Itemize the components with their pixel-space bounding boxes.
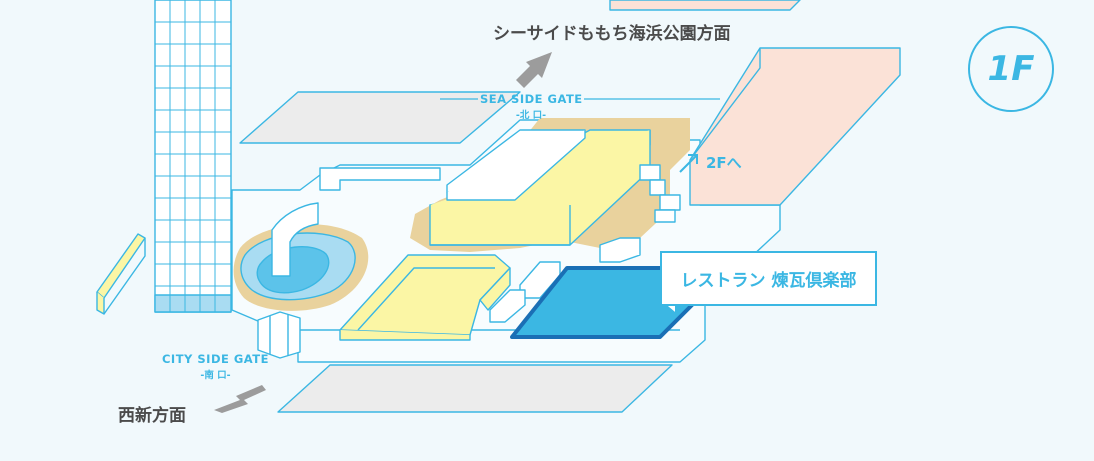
south-gate-sub-label: -南 口- (200, 370, 231, 381)
tower (154, 0, 232, 313)
down-left-arrow-icon (214, 385, 266, 413)
north-destination-label: シーサイドももち海浜公園方面 (493, 24, 731, 44)
restaurant-callout[interactable]: レストラン 煉瓦倶楽部 (660, 251, 877, 306)
west-destination-label: 西新方面 (118, 406, 186, 426)
grey-plaza-south (277, 364, 673, 413)
diagonal-arrow-icon (679, 154, 698, 173)
south-gate-label: CITY SIDE GATE (161, 352, 269, 366)
up-arrow-icon (516, 52, 552, 88)
upstairs-label: 2Fへ (706, 154, 742, 172)
north-gate-sub-label: -北 口- (515, 110, 547, 121)
north-gate-label: SEA SIDE GATE (480, 92, 583, 106)
floor-badge: 1F (968, 26, 1054, 112)
top-pink-building (609, 0, 801, 11)
pink-building (689, 47, 901, 206)
grey-plaza-north (239, 91, 521, 144)
